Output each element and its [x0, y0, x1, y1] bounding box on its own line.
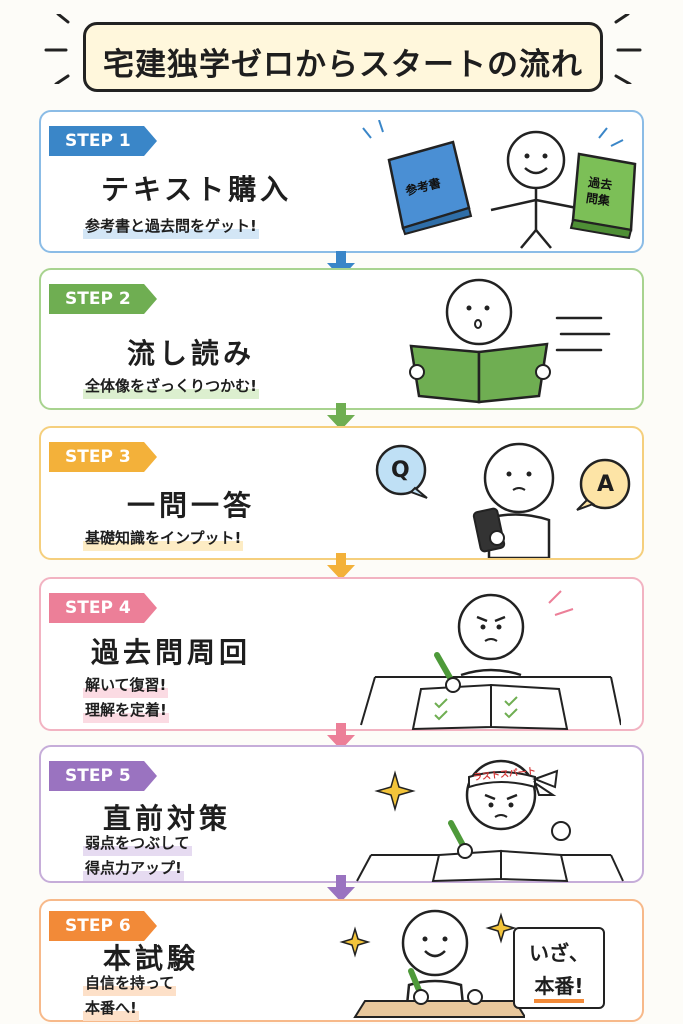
step-5-line-1: 弱点をつぶして: [83, 831, 192, 856]
step-3-title: 一問一答: [127, 489, 256, 522]
step-3-card: STEP 3 一問一答 基礎知識をインプット! Q A: [39, 426, 644, 560]
step-4-illustration: [360, 590, 621, 731]
step-1-card: STEP 1 テキスト購入 参考書と過去問をゲット! 参考書 過去問集: [39, 110, 644, 253]
sparkle-icon: [374, 770, 416, 812]
sign-line-2: 本番!: [534, 970, 584, 1003]
arrow-down-icon: [327, 553, 355, 580]
book-blue-icon: [387, 140, 473, 236]
step-5-badge: STEP 5: [49, 761, 157, 791]
step-1-title: テキスト購入: [101, 173, 293, 206]
step-2-card: STEP 2 流し読み 全体像をざっくりつかむ!: [39, 268, 644, 410]
answer-bubble-icon: [576, 458, 631, 511]
step-4-line-2: 理解を定着!: [83, 698, 169, 723]
notebook-icon: [431, 849, 569, 883]
arrow-down-icon: [327, 875, 355, 902]
burst-left-icon: [44, 14, 70, 84]
step-6-illustration: [339, 909, 525, 1018]
step-5-line-2: 得点力アップ!: [83, 856, 184, 881]
step-2-title: 流し読み: [127, 337, 256, 370]
step-1-badge: STEP 1: [49, 126, 157, 156]
question-bubble-icon: [375, 444, 428, 499]
step-6-subtitle: 自信を持って 本番へ!: [83, 971, 177, 1021]
step-4-subtitle: 解いて復習! 理解を定着!: [83, 673, 169, 723]
headband-icon: [468, 769, 559, 796]
step-3-badge: STEP 3: [49, 442, 157, 472]
step-1-illustration: [362, 120, 637, 249]
step-2-illustration: [409, 278, 611, 404]
step-4-line-1: 解いて復習!: [83, 673, 169, 698]
step-5-subtitle: 弱点をつぶして 得点力アップ!: [83, 831, 192, 881]
title-banner: 宅建独学ゼロからスタートの流れ: [83, 22, 603, 92]
sparkle-icon: [485, 912, 517, 944]
book-right-label: 過去問集: [585, 175, 614, 209]
book-green-icon: [569, 152, 637, 240]
open-book-icon: [409, 342, 549, 404]
step-2-badge: STEP 2: [49, 284, 157, 314]
answer-label: A: [597, 472, 615, 497]
step-3-line-1: 基礎知識をインプット!: [83, 526, 244, 551]
sign-board: いざ、 本番!: [513, 927, 605, 1009]
question-label: Q: [391, 458, 410, 483]
step-1-line-1: 参考書と過去問をゲット!: [83, 214, 259, 239]
step-4-badge: STEP 4: [49, 593, 157, 623]
step-5-card: STEP 5 直前対策 弱点をつぶして 得点力アップ! ラストス: [39, 745, 644, 883]
step-2-line-1: 全体像をざっくりつかむ!: [83, 374, 259, 399]
step-5-title: 直前対策: [103, 802, 232, 835]
page-title: 宅建独学ゼロからスタートの流れ: [103, 47, 583, 83]
step-2-subtitle: 全体像をざっくりつかむ!: [83, 374, 259, 399]
sparkle-icon: [339, 926, 371, 958]
title-box: [83, 22, 603, 92]
step-6-line-2: 本番へ!: [83, 996, 139, 1021]
step-1-subtitle: 参考書と過去問をゲット!: [83, 214, 259, 239]
step-3-illustration: [375, 442, 631, 558]
step-6-line-1: 自信を持って: [83, 971, 177, 996]
step-6-card: STEP 6 本試験 自信を持って 本番へ! いざ、 本番!: [39, 899, 644, 1022]
burst-right-icon: [614, 14, 642, 84]
step-4-card: STEP 4 過去問周回 解いて復習! 理解を定着!: [39, 577, 644, 731]
sign-line-1: いざ、: [529, 941, 589, 965]
arrow-down-icon: [327, 723, 355, 750]
step-3-subtitle: 基礎知識をインプット!: [83, 526, 244, 551]
step-6-badge: STEP 6: [49, 911, 157, 941]
arrow-down-icon: [327, 403, 355, 430]
step-6-title: 本試験: [103, 942, 200, 975]
notebook-icon: [411, 683, 569, 731]
step-5-illustration: [356, 759, 624, 883]
step-4-title: 過去問周回: [91, 636, 252, 669]
